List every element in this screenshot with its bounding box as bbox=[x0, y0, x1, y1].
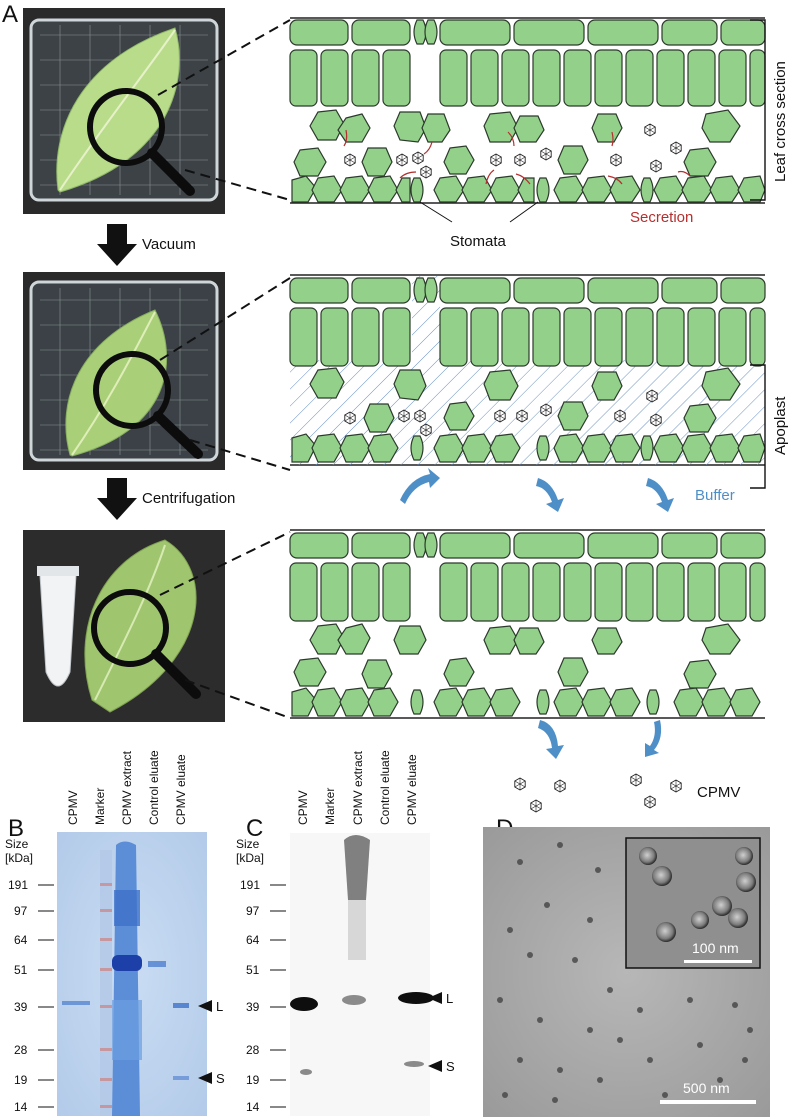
svg-text:CPMV extract: CPMV extract bbox=[351, 750, 365, 825]
label-buffer: Buffer bbox=[695, 487, 735, 504]
svg-text:191: 191 bbox=[8, 878, 28, 892]
scale-bar-main-label: 500 nm bbox=[683, 1080, 730, 1096]
svg-text:14: 14 bbox=[246, 1100, 260, 1114]
svg-text:Control eluate: Control eluate bbox=[378, 750, 392, 825]
magnifier-icon bbox=[87, 88, 165, 166]
photo-leaf-tube bbox=[23, 530, 225, 722]
svg-text:S: S bbox=[446, 1059, 455, 1074]
label-stomata: Stomata bbox=[450, 233, 507, 250]
cross-section-2 bbox=[289, 274, 766, 512]
svg-text:Control eluate: Control eluate bbox=[147, 750, 161, 825]
svg-text:[kDa]: [kDa] bbox=[236, 851, 264, 865]
cross-section-3 bbox=[289, 529, 766, 813]
panel-letter-b: B bbox=[8, 815, 24, 842]
em-micrograph bbox=[483, 827, 770, 1117]
magnifier-icon bbox=[93, 351, 171, 429]
gel-western-blot bbox=[290, 833, 434, 1116]
svg-text:39: 39 bbox=[246, 1000, 260, 1014]
svg-text:CPMV: CPMV bbox=[296, 790, 310, 825]
svg-text:Vacuum: Vacuum bbox=[142, 236, 196, 253]
svg-text:Marker: Marker bbox=[323, 788, 337, 825]
gel-b-markers: 191 97 64 51 39 28 19 14 bbox=[8, 878, 54, 1114]
svg-text:97: 97 bbox=[14, 904, 28, 918]
magnifier-icon bbox=[91, 589, 169, 667]
svg-text:39: 39 bbox=[14, 1000, 28, 1014]
svg-text:64: 64 bbox=[246, 933, 260, 947]
photo-leaf-dish-2 bbox=[23, 272, 225, 470]
svg-text:28: 28 bbox=[14, 1043, 28, 1057]
release-arrows bbox=[538, 720, 662, 759]
gel-c-lanes: CPMV Marker CPMV extract Control eluate … bbox=[296, 750, 419, 825]
svg-text:19: 19 bbox=[14, 1073, 28, 1087]
svg-text:51: 51 bbox=[14, 963, 28, 977]
svg-text:L: L bbox=[216, 999, 223, 1014]
svg-text:97: 97 bbox=[246, 904, 260, 918]
step-arrow-vacuum: Vacuum bbox=[97, 224, 196, 266]
svg-text:Centrifugation: Centrifugation bbox=[142, 490, 235, 507]
gel-b-band-markers: L S bbox=[198, 999, 225, 1086]
scale-bar-inset-label: 100 nm bbox=[692, 940, 739, 956]
gel-b-lanes: CPMV Marker CPMV extract Control eluate … bbox=[66, 750, 188, 825]
photo-leaf-dish-1 bbox=[23, 8, 225, 214]
svg-text:CPMV eluate: CPMV eluate bbox=[174, 754, 188, 825]
svg-text:CPMV extract: CPMV extract bbox=[120, 750, 134, 825]
label-cpmv: CPMV bbox=[697, 784, 740, 801]
svg-text:19: 19 bbox=[246, 1073, 260, 1087]
svg-text:28: 28 bbox=[246, 1043, 260, 1057]
svg-text:[kDa]: [kDa] bbox=[5, 851, 33, 865]
bracket-apoplast bbox=[750, 364, 766, 489]
svg-text:Size: Size bbox=[5, 837, 29, 851]
svg-text:CPMV: CPMV bbox=[66, 790, 80, 825]
svg-text:CPMV eluate: CPMV eluate bbox=[405, 754, 419, 825]
svg-text:64: 64 bbox=[14, 933, 28, 947]
bracket-leaf-cross-section bbox=[750, 19, 766, 201]
buffer-arrows bbox=[400, 468, 674, 512]
svg-text:191: 191 bbox=[240, 878, 260, 892]
svg-text:L: L bbox=[446, 991, 453, 1006]
panel-letter-c: C bbox=[246, 815, 263, 842]
gel-coomassie bbox=[57, 832, 207, 1116]
panel-letter-a: A bbox=[2, 1, 18, 28]
svg-text:Marker: Marker bbox=[93, 788, 107, 825]
cross-section-1 bbox=[289, 17, 766, 204]
label-apoplast: Apoplast bbox=[772, 396, 789, 455]
svg-text:S: S bbox=[216, 1071, 225, 1086]
label-leaf-cross-section: Leaf cross section bbox=[772, 61, 789, 182]
svg-text:14: 14 bbox=[14, 1100, 28, 1114]
zoom-lines bbox=[157, 19, 291, 719]
svg-text:Size: Size bbox=[236, 837, 260, 851]
step-arrow-centrifugation: Centrifugation bbox=[97, 478, 235, 520]
label-secretion: Secretion bbox=[630, 209, 693, 226]
svg-text:51: 51 bbox=[246, 963, 260, 977]
gel-c-band-markers: L S bbox=[428, 991, 455, 1074]
gel-c-markers: 191 97 64 51 39 28 19 14 bbox=[240, 878, 286, 1114]
